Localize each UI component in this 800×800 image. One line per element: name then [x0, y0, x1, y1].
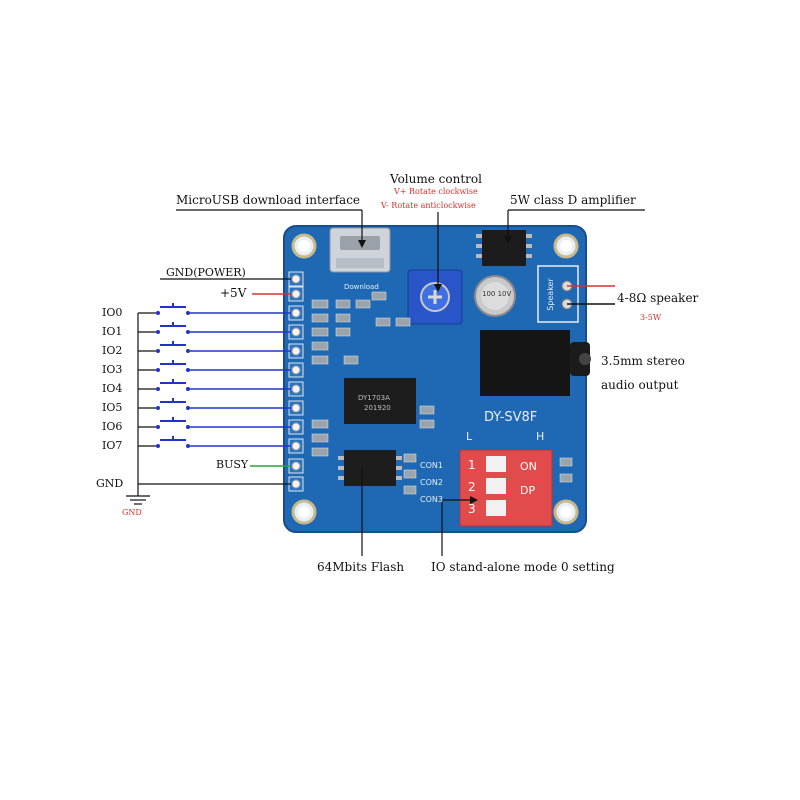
speaker-silk: Speaker: [545, 278, 555, 311]
io7-label: IO7: [102, 439, 123, 452]
button-contact: [156, 406, 160, 410]
io1-label: IO1: [102, 325, 123, 338]
header-pin-hole: [291, 479, 301, 489]
header-pin-hole: [291, 441, 301, 451]
button-contact: [156, 425, 160, 429]
gnd-symbol-label: GND: [122, 508, 142, 517]
header-pin-hole: [291, 365, 301, 375]
con1-label: CON1: [420, 461, 443, 470]
header-pin-hole: [291, 308, 301, 318]
io0-label: IO0: [102, 306, 123, 319]
button-contact: [186, 330, 190, 334]
capacitor: [474, 275, 516, 317]
dip-switch: [459, 449, 553, 527]
con2-label: CON2: [420, 478, 443, 487]
button-contact: [186, 387, 190, 391]
volume-potentiometer: [407, 269, 463, 325]
mounting-holes: [291, 233, 579, 525]
header-pin-hole: [291, 289, 301, 299]
board-model: DY-SV8F: [484, 410, 538, 425]
button-contact: [156, 444, 160, 448]
main-chip-subtext: 201920: [364, 404, 391, 412]
con3-label: CON3: [420, 495, 443, 504]
gnd-power-label: GND(POWER): [166, 266, 246, 279]
volume-control-label: Volume control: [390, 172, 482, 186]
button-contact: [186, 349, 190, 353]
io-mode-label: IO stand-alone mode 0 setting: [431, 560, 615, 574]
button-contact: [186, 406, 190, 410]
header-pin-hole: [291, 327, 301, 337]
volume-plus-label: V+ Rotate clockwise: [394, 187, 478, 196]
header-pin-hole: [291, 346, 301, 356]
stereo-label-line2: audio output: [601, 378, 679, 392]
micro-usb-connector: [329, 227, 391, 273]
switch-l-label: L: [466, 430, 473, 443]
gnd-label: GND: [96, 477, 124, 490]
busy-label: BUSY: [216, 458, 249, 471]
micro-usb-label: MicroUSB download interface: [176, 193, 361, 207]
dip-on-label: ON: [520, 460, 537, 473]
stereo-label-line1: 3.5mm stereo: [601, 354, 685, 368]
header-pin-hole: [291, 461, 301, 471]
plus-5v-label: +5V: [220, 286, 247, 300]
smd-components: [311, 291, 573, 495]
amplifier-chip: [476, 230, 532, 266]
dip-number-2: 2: [468, 480, 476, 494]
header-pin-hole: [291, 274, 301, 284]
button-contact: [156, 330, 160, 334]
button-contact: [156, 387, 160, 391]
header-pin-hole: [291, 422, 301, 432]
button-contact: [186, 425, 190, 429]
speaker-power-label: 3-5W: [640, 313, 662, 322]
speaker-label: 4-8Ω speaker: [617, 291, 699, 305]
dip-dp-label: DP: [520, 484, 536, 497]
button-contact: [186, 444, 190, 448]
button-contact: [156, 368, 160, 372]
capacitor-text: 100 10V: [482, 290, 512, 298]
volume-minus-label: V- Rotate anticlockwise: [381, 201, 476, 210]
speaker-terminal: [537, 265, 579, 323]
switch-h-label: H: [536, 430, 545, 443]
dip-number-3: 3: [468, 502, 476, 516]
amplifier-label: 5W class D amplifier: [510, 193, 636, 207]
io4-label: IO4: [102, 382, 123, 395]
dip-number-1: 1: [468, 458, 476, 472]
header-pin-hole: [291, 403, 301, 413]
flash-chip: [338, 450, 402, 486]
main-chip: [344, 378, 416, 424]
audio-jack: [480, 330, 591, 396]
button-contact: [186, 311, 190, 315]
button-contact: [156, 311, 160, 315]
flash-label: 64Mbits Flash: [317, 560, 405, 574]
io2-label: IO2: [102, 344, 123, 357]
button-contact: [186, 368, 190, 372]
io5-label: IO5: [102, 401, 123, 414]
io-wiring: [137, 303, 291, 484]
io6-label: IO6: [102, 420, 123, 433]
header-pin-hole: [291, 384, 301, 394]
io3-label: IO3: [102, 363, 123, 376]
download-silk: Download: [344, 283, 379, 291]
main-chip-text: DY1703A: [358, 394, 390, 402]
button-contact: [156, 349, 160, 353]
